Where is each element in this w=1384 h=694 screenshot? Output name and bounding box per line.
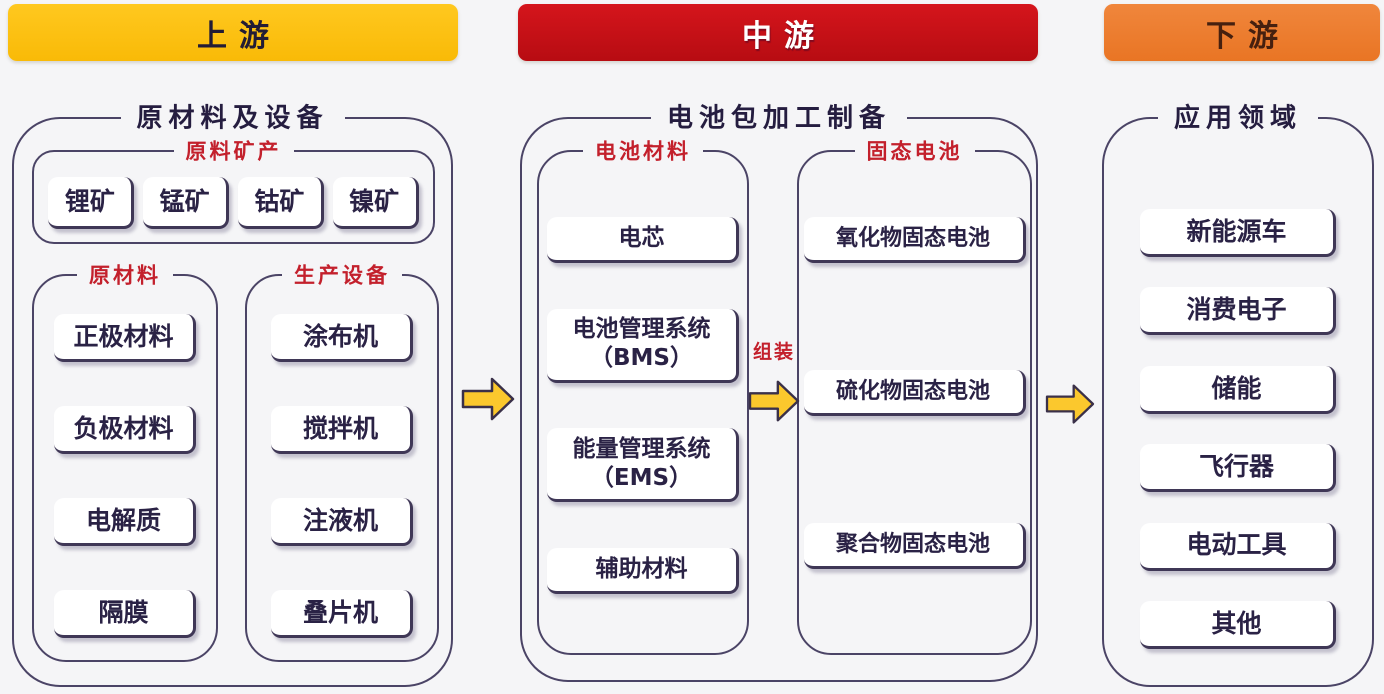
- subgroup-battery-materials: 电池材料 电芯 电池管理系统 （BMS） 能量管理系统 （EMS） 辅助材料: [537, 135, 749, 655]
- subgroup-solid-state-battery-title: 固态电池: [854, 135, 975, 166]
- subgroup-minerals: 原料矿产 锂矿 锰矿 钴矿 镍矿: [32, 135, 435, 244]
- group-upstream-title: 原材料及设备: [120, 97, 345, 135]
- node-sulfide-solid-state-battery: 硫化物固态电池: [803, 370, 1026, 416]
- flow-arrow-assembly-icon: [748, 380, 800, 422]
- node-mixing-machine: 搅拌机: [271, 406, 413, 454]
- banner-midstream: 中游: [518, 4, 1038, 61]
- node-others: 其他: [1140, 600, 1336, 649]
- node-auxiliary-materials: 辅助材料: [547, 547, 739, 594]
- flow-arrow-midstream-to-downstream-icon: [1045, 384, 1095, 424]
- group-midstream-title: 电池包加工制备: [650, 97, 908, 135]
- node-nickel-ore: 镍矿: [332, 177, 419, 229]
- node-manganese-ore: 锰矿: [143, 177, 230, 229]
- node-ems: 能量管理系统 （EMS）: [547, 428, 739, 503]
- node-cathode-material: 正极材料: [54, 314, 196, 362]
- banner-upstream: 上游: [8, 4, 458, 61]
- node-consumer-electronics: 消费电子: [1140, 287, 1336, 336]
- node-injection-machine: 注液机: [271, 498, 413, 546]
- subgroup-solid-state-battery: 固态电池 氧化物固态电池 硫化物固态电池 聚合物固态电池: [797, 135, 1032, 655]
- node-stacking-machine: 叠片机: [271, 590, 413, 638]
- node-separator: 隔膜: [54, 590, 196, 638]
- subgroup-raw-materials: 原材料 正极材料 负极材料 电解质 隔膜: [32, 259, 218, 662]
- assembly-arrow-label: 组装: [752, 341, 795, 363]
- node-cobalt-ore: 钴矿: [237, 177, 324, 229]
- group-upstream: 原材料及设备 原料矿产 锂矿 锰矿 钴矿 镍矿 原材料 正极材料 负极材料 电解…: [12, 97, 453, 687]
- node-anode-material: 负极材料: [54, 406, 196, 454]
- node-new-energy-vehicles: 新能源车: [1140, 209, 1336, 257]
- subgroup-battery-materials-title: 电池材料: [583, 135, 703, 166]
- subgroup-equipment: 生产设备 涂布机 搅拌机 注液机 叠片机: [245, 259, 439, 662]
- node-aircraft: 飞行器: [1140, 444, 1336, 493]
- flow-arrow-upstream-to-midstream-icon: [461, 377, 515, 421]
- node-electrolyte: 电解质: [54, 498, 196, 546]
- subgroup-equipment-title: 生产设备: [282, 259, 402, 290]
- banner-downstream: 下游: [1104, 4, 1380, 61]
- node-oxide-solid-state-battery: 氧化物固态电池: [803, 217, 1026, 263]
- node-battery-cell: 电芯: [547, 217, 739, 263]
- node-polymer-solid-state-battery: 聚合物固态电池: [803, 523, 1026, 569]
- node-bms: 电池管理系统 （BMS）: [547, 308, 739, 383]
- group-downstream-title: 应用领域: [1157, 97, 1319, 135]
- node-energy-storage: 储能: [1140, 365, 1336, 414]
- node-coating-machine: 涂布机: [271, 314, 413, 362]
- node-power-tools: 电动工具: [1140, 522, 1336, 571]
- group-midstream: 电池包加工制备 电池材料 电芯 电池管理系统 （BMS） 能量管理系统 （EMS…: [520, 97, 1038, 682]
- node-lithium-ore: 锂矿: [48, 177, 135, 229]
- subgroup-raw-materials-title: 原材料: [77, 259, 173, 290]
- group-downstream: 应用领域 新能源车 消费电子 储能 飞行器 电动工具 其他: [1102, 97, 1374, 687]
- subgroup-minerals-title: 原料矿产: [173, 135, 294, 166]
